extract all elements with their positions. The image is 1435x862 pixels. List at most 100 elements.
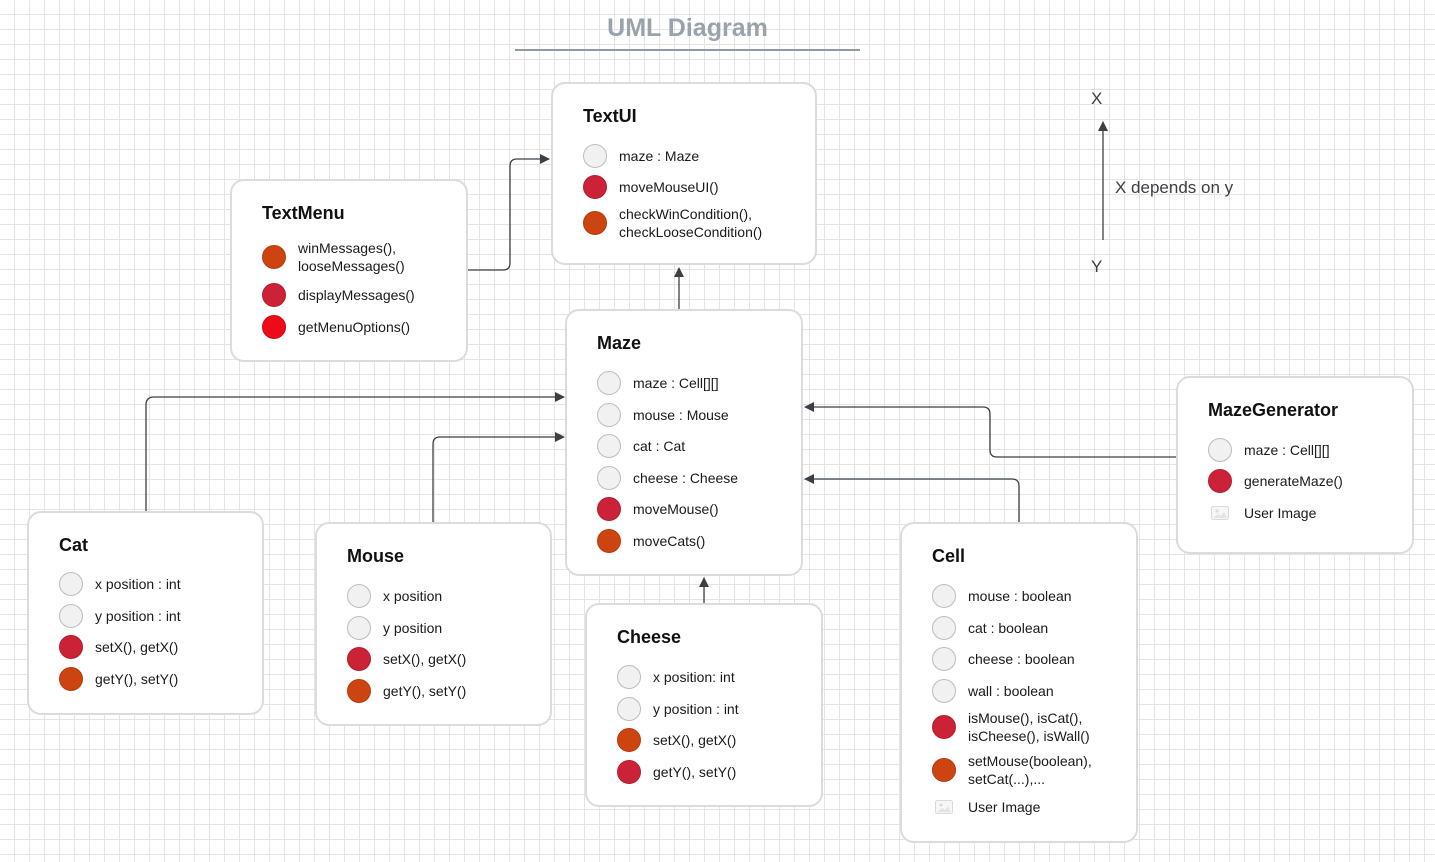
class-name: Cell — [932, 546, 966, 566]
member-text: maze : Cell[][] — [633, 375, 719, 391]
class-name: Maze — [597, 333, 642, 353]
method-dot-icon — [262, 283, 286, 307]
member-row: getY(), setY() — [347, 679, 466, 703]
member-text: checkWinCondition(), checkLooseCondition… — [619, 206, 763, 240]
member-text: getY(), setY() — [653, 764, 737, 780]
member-row: setMouse(boolean), setCat(...),... — [932, 752, 1092, 788]
member-row: displayMessages() — [262, 283, 415, 307]
member-text: setX(), getX() — [95, 639, 179, 655]
attribute-dot-icon — [597, 371, 621, 395]
member-text: winMessages(), looseMessages() — [298, 240, 405, 274]
diagram-title: UML Diagram — [607, 14, 768, 42]
class-mouse[interactable]: Mouse x position y position setX(), getX… — [315, 522, 552, 726]
attribute-dot-icon — [347, 584, 371, 608]
member-text: displayMessages() — [298, 287, 415, 303]
class-cell[interactable]: Cell mouse : boolean cat : boolean chees… — [900, 522, 1138, 843]
member-row: x position : int — [59, 572, 181, 596]
class-name: Cheese — [617, 627, 682, 647]
class-name: MazeGenerator — [1208, 400, 1339, 420]
method-dot-icon — [583, 211, 607, 235]
method-dot-icon — [59, 667, 83, 691]
member-text: x position — [383, 588, 443, 604]
attribute-dot-icon — [932, 616, 956, 640]
member-row: moveMouse() — [597, 497, 719, 521]
member-row: maze : Maze — [583, 144, 699, 168]
member-text: mouse : boolean — [968, 588, 1072, 604]
member-text: cat : boolean — [968, 620, 1049, 636]
member-row: cheese : boolean — [932, 647, 1075, 671]
member-text: cheese : boolean — [968, 651, 1075, 667]
member-row: moveCats() — [597, 529, 705, 553]
member-row: winMessages(), looseMessages() — [262, 239, 405, 275]
member-row: x position — [347, 584, 442, 608]
title-underline — [515, 49, 860, 51]
method-dot-icon — [1208, 469, 1232, 493]
method-dot-icon — [617, 728, 641, 752]
legend-x-label: X — [1091, 89, 1103, 108]
attribute-dot-icon — [932, 584, 956, 608]
member-text: cheese : Cheese — [633, 470, 739, 486]
attribute-dot-icon — [597, 403, 621, 427]
member-text: moveMouse() — [633, 501, 719, 517]
connector-mouse-to-maze — [432, 432, 565, 522]
method-dot-icon — [347, 679, 371, 703]
attribute-dot-icon — [597, 466, 621, 490]
member-row: maze : Cell[][] — [1208, 438, 1330, 462]
attribute-dot-icon — [59, 572, 83, 596]
class-name: TextUI — [583, 106, 637, 126]
attribute-dot-icon — [583, 144, 607, 168]
attribute-dot-icon — [1208, 438, 1232, 462]
member-text: maze : Cell[][] — [1244, 442, 1330, 458]
member-text: getMenuOptions() — [298, 319, 411, 335]
class-mazegenerator[interactable]: MazeGenerator maze : Cell[][] generateMa… — [1176, 376, 1414, 554]
method-dot-icon — [262, 315, 286, 339]
member-text: y position — [383, 620, 443, 636]
member-text: x position: int — [653, 669, 735, 685]
member-row: moveMouseUI() — [583, 175, 719, 199]
member-row: setX(), getX() — [347, 647, 466, 671]
member-text: isMouse(), isCat(), isCheese(), isWall() — [968, 710, 1090, 744]
member-row: setX(), getX() — [59, 635, 178, 659]
member-row: maze : Cell[][] — [597, 371, 719, 395]
method-dot-icon — [583, 175, 607, 199]
member-text: cat : Cat — [633, 438, 686, 454]
member-text: y position : int — [95, 608, 181, 624]
class-cat[interactable]: Cat x position : int y position : int se… — [27, 511, 264, 715]
member-row: User Image — [1208, 501, 1316, 525]
class-textmenu[interactable]: TextMenu winMessages(), looseMessages() … — [230, 179, 468, 362]
member-row: cat : boolean — [932, 616, 1048, 640]
member-row: wall : boolean — [932, 679, 1054, 703]
member-row: generateMaze() — [1208, 469, 1343, 493]
method-dot-icon — [347, 647, 371, 671]
attribute-dot-icon — [932, 647, 956, 671]
member-text: setMouse(boolean), setCat(...),... — [968, 753, 1092, 787]
member-row: cheese : Cheese — [597, 466, 738, 490]
member-row: y position — [347, 616, 442, 640]
member-row: mouse : Mouse — [597, 403, 729, 427]
member-text: x position : int — [95, 576, 181, 592]
attribute-dot-icon — [617, 665, 641, 689]
attribute-dot-icon — [59, 604, 83, 628]
class-name: TextMenu — [262, 203, 345, 223]
class-maze[interactable]: Maze maze : Cell[][] mouse : Mouse cat :… — [565, 309, 803, 576]
class-textui[interactable]: TextUI maze : Maze moveMouseUI() checkWi… — [551, 82, 817, 265]
attribute-dot-icon — [347, 616, 371, 640]
member-row: isMouse(), isCat(), isCheese(), isWall() — [932, 709, 1090, 745]
user-image-icon — [932, 795, 956, 819]
legend-y-label: Y — [1091, 257, 1103, 276]
class-cheese[interactable]: Cheese x position: int y position : int … — [585, 603, 823, 807]
attribute-dot-icon — [617, 697, 641, 721]
member-row: x position: int — [617, 665, 735, 689]
member-row: y position : int — [59, 604, 181, 628]
member-text: moveCats() — [633, 533, 706, 549]
member-text: mouse : Mouse — [633, 407, 729, 423]
method-dot-icon — [262, 245, 286, 269]
user-image-icon — [1208, 501, 1232, 525]
member-row: y position : int — [617, 697, 739, 721]
member-text: getY(), setY() — [383, 683, 467, 699]
member-row: getY(), setY() — [59, 667, 178, 691]
method-dot-icon — [59, 635, 83, 659]
method-dot-icon — [597, 529, 621, 553]
